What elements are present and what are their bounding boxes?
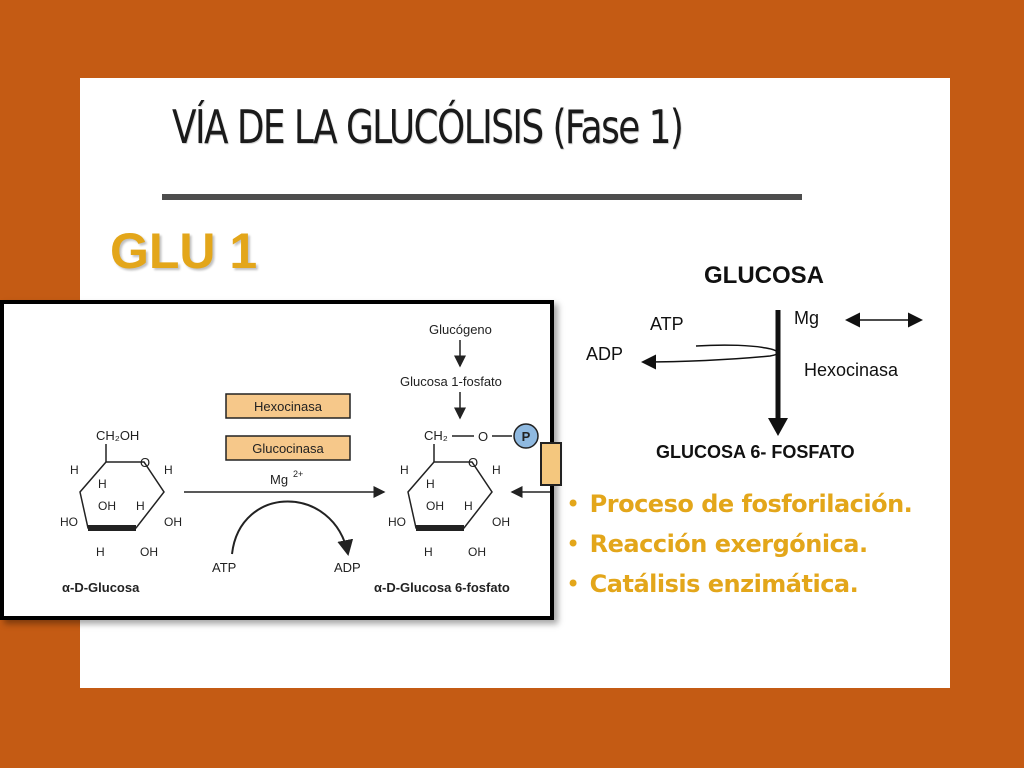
bullet-item: • Proceso de fosforilación. (566, 484, 913, 524)
reaction-scheme: GLUCOSA ATP Mg ADP Hexocinasa GLUCOSA 6-… (580, 256, 940, 476)
alpha-d-glucosa-label: α-D-Glucosa (62, 580, 140, 595)
g6p-oh-3: OH (468, 545, 486, 559)
g6p-oh-2: OH (492, 515, 510, 529)
atp-adp-curve (231, 500, 354, 556)
ch2-right-label: CH₂ (424, 428, 448, 443)
bullet-dot-icon: • (566, 530, 580, 558)
slide-title: VÍA DE LA GLUCÓLISIS (Fase 1) (172, 100, 684, 154)
figure-side-tab (540, 442, 562, 486)
scheme-atp-adp-curve (641, 344, 779, 370)
phosphate-circle (513, 423, 539, 449)
glucose-ho: HO (60, 515, 78, 529)
glucose-h-2: H (164, 463, 173, 477)
bullet-item: • Reacción exergónica. (566, 524, 912, 564)
scheme-main-arrowhead (768, 418, 788, 436)
glucose-ring-outline (79, 461, 165, 529)
bullet-text: Reacción exergónica. (589, 530, 868, 558)
g6p-h-4: H (464, 499, 473, 513)
glucocinasa-box (225, 435, 351, 461)
glucose-6-phosphate-ring: CH₂ O P O H H H OH H HO OH H OH (388, 423, 539, 559)
ch2oh-left-label: CH₂OH (96, 428, 139, 443)
scheme-top-label: GLUCOSA (704, 262, 824, 289)
glucogeno-label: Glucógeno (429, 322, 492, 337)
glucose-h-4: H (136, 499, 145, 513)
bullet-dot-icon: • (566, 490, 580, 518)
hexocinasa-box-label: Hexocinasa (254, 399, 323, 414)
g6p-ring-oxygen: O (468, 455, 478, 470)
phosphate-label: P (522, 429, 531, 444)
glucose-h-5: H (96, 545, 105, 559)
scheme-mg-label: Mg (794, 308, 820, 328)
scheme-adp-label: ADP (586, 344, 624, 364)
glucocinasa-box-label: Glucocinasa (252, 441, 324, 456)
g6p-ring-outline (407, 461, 493, 529)
scheme-atp-label: ATP (650, 314, 684, 334)
g6p-h-3: H (426, 477, 435, 491)
scheme-enzyme-label: Hexocinasa (804, 360, 899, 380)
glucose-oh-2: OH (164, 515, 182, 529)
key-points-list: • Proceso de fosforilación. • Reacción exe… (566, 484, 913, 604)
bullet-text: Proceso de fosforilación. (589, 490, 913, 518)
title-underline (162, 194, 802, 200)
reaction-figure: Glucógeno Glucosa 1-fosfato Hexocinasa G… (0, 300, 554, 620)
g6p-h-1: H (400, 463, 409, 477)
reaction-figure-svg: Glucógeno Glucosa 1-fosfato Hexocinasa G… (60, 322, 550, 595)
mg-label: Mg (270, 472, 288, 487)
glucose-ring: CH₂OH O H H H OH H HO OH H OH (60, 428, 182, 559)
mg-charge: 2+ (293, 469, 303, 479)
g6p-h-2: H (492, 463, 501, 477)
bullet-text: Catálisis enzimática. (589, 570, 859, 598)
alpha-d-glucosa-6-fosfato-label: α-D-Glucosa 6-fosfato (374, 580, 510, 595)
glucose-oh-3: OH (140, 545, 158, 559)
bullet-dot-icon: • (566, 570, 580, 598)
hexocinasa-box (225, 393, 351, 419)
g6p-h-5: H (424, 545, 433, 559)
glucose-h-1: H (70, 463, 79, 477)
g6p-ho: HO (388, 515, 406, 529)
atp-label: ATP (212, 560, 236, 575)
glucose-ring-oxygen: O (140, 455, 150, 470)
g6p-oh-1: OH (426, 499, 444, 513)
adp-label: ADP (334, 560, 361, 575)
slide-subtitle: GLU 1 (110, 223, 258, 279)
glucosa-1-fosfato-label: Glucosa 1-fosfato (400, 374, 502, 389)
reaction-scheme-svg (641, 310, 923, 436)
bullet-item: • Catálisis enzimática. (566, 564, 912, 604)
glucose-h-3: H (98, 477, 107, 491)
glucose-oh-1: OH (98, 499, 116, 513)
scheme-bottom-label: GLUCOSA 6- FOSFATO (656, 442, 855, 462)
o-link-label: O (478, 429, 488, 444)
